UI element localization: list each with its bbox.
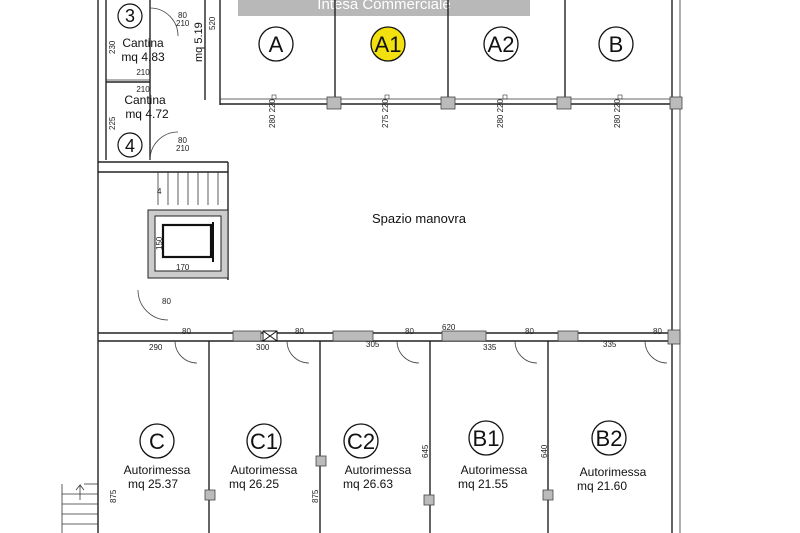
box-b-marker <box>598 26 634 62</box>
garage-c1-depth: 875 <box>311 489 320 503</box>
garage-b1-width: 335 <box>483 343 497 352</box>
garage-b2-marker <box>591 420 627 456</box>
garage-c-marker <box>139 423 175 459</box>
box-b-door-dim: 280 220 <box>613 99 622 128</box>
cantina-4-door-dim: 80 <box>178 136 187 145</box>
box-a2-marker <box>483 26 519 62</box>
box-A: A <box>258 26 294 62</box>
garage-c-area: mq 25.37 <box>128 477 178 491</box>
garage-b1-letter: B1 <box>473 426 500 451</box>
cantina-3-width: 210 <box>136 68 150 77</box>
box-a1-marker <box>370 26 406 62</box>
garage-c-letter: C <box>149 429 165 454</box>
cantina-3-name: Cantina <box>122 36 164 50</box>
garage-c2-marker <box>343 423 379 459</box>
lift: 150 170 <box>147 209 229 279</box>
garage-b2-letter: B2 <box>596 426 623 451</box>
cantina-4-height: 225 <box>108 116 117 130</box>
stair-note: 4 <box>157 187 162 196</box>
garage-c2-width: 305 <box>366 340 380 349</box>
garage-c2-depth: 645 <box>421 444 430 458</box>
garage-b1-marker <box>468 420 504 456</box>
garage-row <box>61 329 681 533</box>
lift-door-swing <box>137 289 169 321</box>
cantine-block <box>97 0 228 533</box>
garage-b2-width: 335 <box>603 340 617 349</box>
cantina-3-door-dim: 80 <box>178 11 187 20</box>
top-boxes <box>219 0 683 533</box>
box-a2-label: A2 <box>488 32 515 57</box>
lift-height: 150 <box>155 236 164 250</box>
box-B: B <box>598 26 634 62</box>
box-A2: A2 <box>483 26 519 62</box>
garage-c2-name: Autorimessa <box>345 463 412 477</box>
cantina-3-number: 3 <box>125 6 135 26</box>
box-b-label: B <box>609 32 624 57</box>
box-a-door-dim: 280 220 <box>268 99 277 128</box>
garage-b1-area: mq 21.55 <box>458 477 508 491</box>
box-a-label: A <box>269 32 284 57</box>
garage-c-depth: 875 <box>109 489 118 503</box>
door-dim-1: 80 <box>182 327 191 336</box>
mid-dim: 620 <box>442 323 456 332</box>
cantina-3-door-dim-2: 210 <box>176 19 190 28</box>
garage-c1-marker <box>246 423 282 459</box>
cantina-4-width: 210 <box>136 85 150 94</box>
watermark-banner <box>238 0 530 16</box>
box-a1-label: A1 <box>375 32 402 57</box>
lift-width: 170 <box>176 263 190 272</box>
cantina-4-name: Cantina <box>124 93 166 107</box>
garage-c2-area: mq 26.63 <box>343 477 393 491</box>
garage-c-name: Autorimessa <box>124 463 191 477</box>
garage-c1-name: Autorimessa <box>231 463 298 477</box>
door-dim-4: 80 <box>525 327 534 336</box>
watermark-text: Intesa Commerciale <box>317 0 450 13</box>
cantina-4-area: mq 4.72 <box>125 107 169 121</box>
door-dim-3: 80 <box>405 327 414 336</box>
cantina-3-area: mq 4.83 <box>121 50 165 64</box>
side-dim-520: 520 <box>208 16 217 30</box>
garage-c-width: 290 <box>149 343 163 352</box>
garage-c1-width: 300 <box>256 343 270 352</box>
box-a1-door-dim: 275 220 <box>381 99 390 128</box>
box-A1: A1 <box>370 26 406 62</box>
cantina-4-door-dim-2: 210 <box>176 144 190 153</box>
garage-b1-name: Autorimessa <box>461 463 528 477</box>
side-dim-mq: mq 5.19 <box>193 22 205 62</box>
stair-door-dim: 80 <box>162 297 171 306</box>
box-a2-door-dim: 280 220 <box>496 99 505 128</box>
cantina-4-marker <box>117 132 143 158</box>
garage-b2-area: mq 21.60 <box>577 479 627 493</box>
cantina-4-number: 4 <box>125 136 135 156</box>
garage-b2-name: Autorimessa <box>580 465 647 479</box>
cantina-3-height: 230 <box>108 40 117 54</box>
door-dim-2: 80 <box>295 327 304 336</box>
door-dim-5: 80 <box>653 327 662 336</box>
cantina-3-marker <box>117 3 143 29</box>
garage-c1-letter: C1 <box>250 429 278 454</box>
garage-c1-area: mq 26.25 <box>229 477 279 491</box>
garage-c2-letter: C2 <box>347 429 375 454</box>
maneuver-area-label: Spazio manovra <box>372 211 467 226</box>
box-a-marker <box>258 26 294 62</box>
garage-b1-depth: 640 <box>540 444 549 458</box>
